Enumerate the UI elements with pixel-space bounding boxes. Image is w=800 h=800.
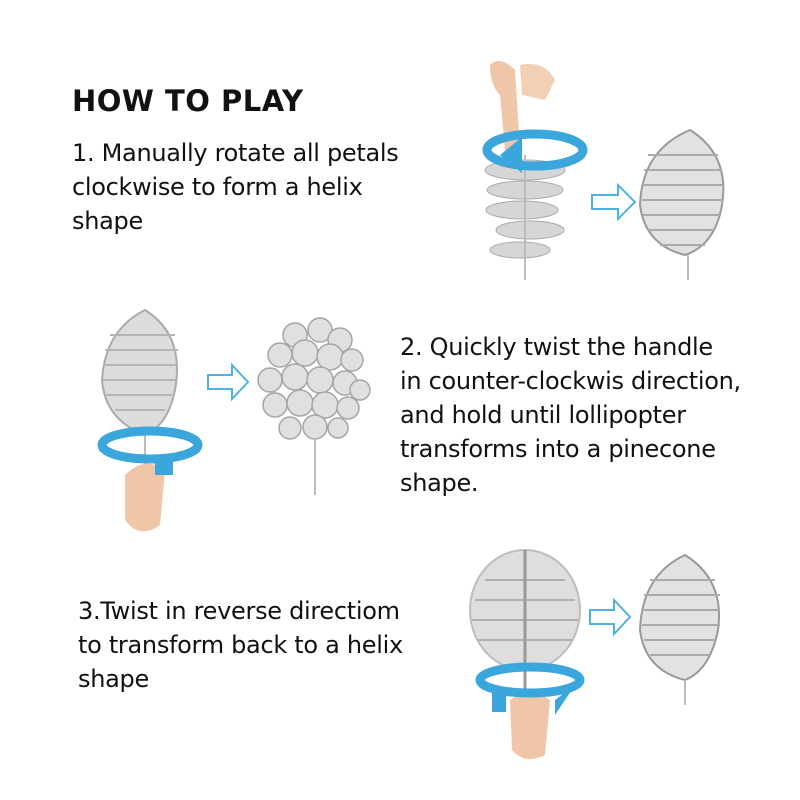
step-3-text: 3.Twist in reverse directiom to transfor… — [78, 597, 403, 693]
outline-arrow-icon — [207, 362, 250, 402]
hand-icon — [510, 692, 550, 759]
page-title: HOW TO PLAY — [72, 84, 304, 118]
outline-arrow-icon — [591, 182, 637, 222]
step-2-illustration — [97, 308, 371, 532]
helix-shape-icon — [638, 128, 725, 280]
outline-arrow-icon — [589, 597, 632, 637]
rotate-clockwise-arrow-icon — [475, 662, 585, 715]
spinning-petals-icon — [484, 155, 566, 280]
helix-shape-icon — [638, 553, 720, 705]
step-3-illustration — [469, 549, 720, 759]
pinecone-shape-icon — [257, 317, 371, 495]
rotate-clockwise-arrow-icon — [482, 129, 588, 173]
step-1-illustration — [482, 61, 725, 280]
helix-shape-icon — [100, 308, 178, 505]
step-1-text: 1. Manually rotate all petals clockwise … — [72, 139, 399, 235]
hand-icon — [125, 463, 165, 532]
rotate-counterclockwise-arrow-icon — [97, 426, 203, 475]
step-2-text: 2. Quickly twist the handle in counter-c… — [400, 333, 741, 497]
